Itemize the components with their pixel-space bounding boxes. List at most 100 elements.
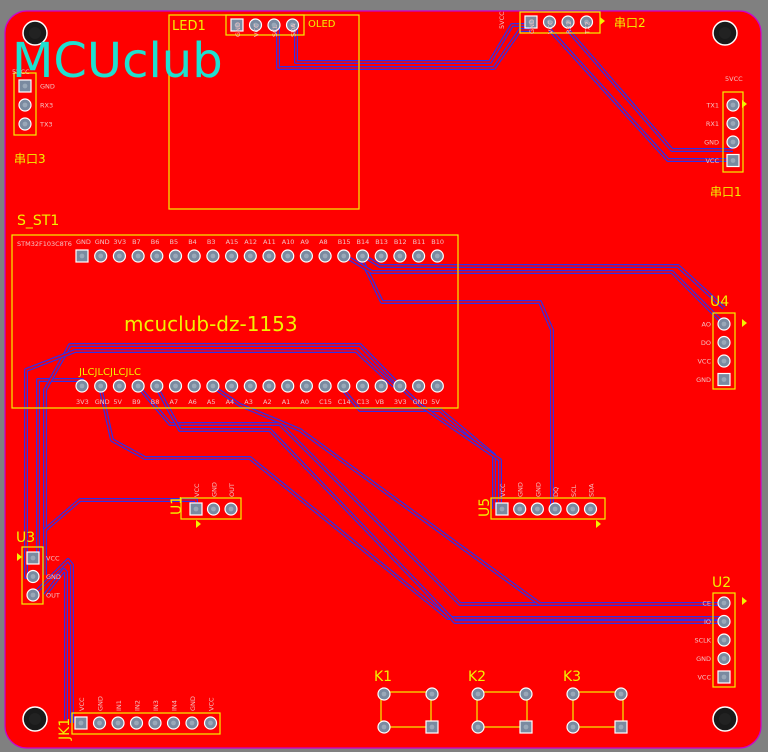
trace-9-inner bbox=[44, 344, 401, 575]
trace-18-inner bbox=[32, 559, 73, 723]
u2-pin1-marker bbox=[742, 597, 747, 605]
u1-pin-label-3: OUT bbox=[228, 483, 236, 497]
u4-pad-2-hole bbox=[721, 340, 727, 345]
led1-pin-label-1: GND bbox=[234, 22, 242, 37]
u2-pad-2-hole bbox=[721, 619, 727, 624]
s-st1-top-pin-label-2: GND bbox=[95, 238, 110, 246]
uart1-pin-label-1: TX1 bbox=[705, 102, 719, 110]
mcuclub-logo: MCUclub bbox=[12, 33, 223, 89]
s-st1-bottom-pin-label-7: A6 bbox=[188, 398, 197, 406]
u1-pin-label-1: VCC bbox=[193, 483, 201, 497]
s-st1-bottom-pad-17-hole bbox=[378, 383, 384, 389]
trace-14-inner bbox=[211, 385, 710, 605]
u4-pin1-marker bbox=[742, 319, 747, 327]
s-st1-top-pad-19-hole bbox=[416, 253, 421, 259]
mounting-hole-tl-inner bbox=[29, 27, 41, 39]
u5-pad-5-hole bbox=[570, 506, 576, 512]
k2-ref: K2 bbox=[468, 669, 486, 685]
k3-pad-2-hole bbox=[618, 691, 624, 697]
s-st1-top-pad-5-hole bbox=[154, 253, 160, 259]
led1-label: OLED bbox=[308, 19, 336, 30]
uart2-pin-label-1: GND bbox=[528, 19, 536, 34]
s-st1-top-pad-3-hole bbox=[117, 253, 122, 259]
uart3-outline bbox=[13, 72, 37, 136]
s-st1-bottom-pin-label-2: GND bbox=[95, 398, 110, 406]
s-st1-bottom-label: JLCJLCJLCJLC bbox=[78, 367, 141, 378]
trace-13-inner bbox=[155, 385, 724, 623]
u2-ref: U2 bbox=[712, 575, 731, 591]
uart1-pad-1-hole bbox=[730, 102, 736, 108]
u3-ref: U3 bbox=[16, 530, 35, 546]
s-st1-top-pad-16-hole bbox=[360, 253, 365, 259]
s-st1-top-pin-label-4: B7 bbox=[132, 238, 141, 246]
uart2-ref: 串口2 bbox=[614, 16, 646, 30]
jk1-pad-3-hole bbox=[115, 720, 121, 726]
s-st1-bottom-pin-label-14: C15 bbox=[319, 398, 332, 406]
uart3-ref: 串口3 bbox=[14, 152, 46, 166]
u4-outline bbox=[712, 312, 736, 390]
s-st1-top-pin-label-18: B12 bbox=[394, 238, 407, 246]
uart3-pad-1-hole bbox=[22, 83, 28, 89]
trace-3-inner bbox=[549, 29, 733, 161]
s-st1-top-pin-label-20: B10 bbox=[431, 238, 444, 246]
board-title: mcuclub-dz-1153 bbox=[124, 312, 298, 336]
s-st1-bottom-pin-label-9: A4 bbox=[226, 398, 235, 406]
s-st1-bottom-pin-label-4: B9 bbox=[132, 398, 141, 406]
s-st1-bottom-pad-19-hole bbox=[416, 383, 421, 389]
traces-layer bbox=[24, 23, 733, 723]
u2-pin-label-1: CE bbox=[702, 600, 711, 608]
u4-pad-4-hole bbox=[721, 377, 727, 382]
s-st1-top-pin-label-7: B4 bbox=[188, 238, 197, 246]
s-st1-top-pad-12-hole bbox=[285, 253, 291, 259]
uart1-pin-label-2: RX1 bbox=[706, 120, 719, 128]
k2-pad-3-hole bbox=[475, 724, 481, 730]
s-st1-top-pin-label-6: B5 bbox=[170, 238, 179, 246]
k3-pad-1-hole bbox=[570, 691, 576, 697]
trace-1-inner bbox=[295, 24, 531, 63]
s-st1-bottom-pin-label-20: 5V bbox=[431, 398, 440, 406]
s-st1-bottom-pad-14-hole bbox=[322, 383, 328, 389]
u2-pad-5-hole bbox=[721, 674, 727, 680]
s-st1-bottom-pad-11-hole bbox=[266, 383, 272, 389]
mounting-hole-bl-inner bbox=[29, 713, 41, 725]
s-st1-bottom-pad-7-hole bbox=[191, 383, 197, 389]
uart1-pin1-marker bbox=[742, 100, 747, 108]
k1-outline bbox=[380, 691, 432, 728]
uart3-pad-2-hole bbox=[22, 102, 28, 108]
trace-15-inner bbox=[339, 385, 495, 509]
u3-pad-1-hole bbox=[30, 555, 36, 561]
jk1-pad-1-hole bbox=[78, 720, 84, 726]
trace-16-inner bbox=[399, 385, 501, 509]
s-st1-corner-label: STM32F103C8T6 bbox=[17, 240, 72, 248]
u2-pad-1-hole bbox=[721, 600, 727, 606]
u4-pad-1-hole bbox=[721, 321, 727, 327]
s-st1-top-pin-label-10: A12 bbox=[244, 238, 257, 246]
s-st1-top-pad-15-hole bbox=[341, 253, 347, 259]
trace-6-inner bbox=[344, 255, 725, 325]
s-st1-top-pad-6-hole bbox=[173, 253, 178, 259]
jk1-pad-8-hole bbox=[208, 720, 213, 726]
s-st1-top-pin-label-15: B15 bbox=[338, 238, 351, 246]
jk1-pad-2-hole bbox=[97, 720, 102, 726]
s-st1-top-pin-label-8: B3 bbox=[207, 238, 216, 246]
mounting-holes bbox=[22, 20, 738, 732]
u5-pad-6-hole bbox=[588, 506, 593, 512]
u1-outline bbox=[180, 497, 242, 520]
led1-pad-1-hole bbox=[234, 22, 240, 28]
s-st1-top-pad-2-hole bbox=[98, 253, 104, 259]
s-st1-top-pad-8-hole bbox=[210, 253, 216, 259]
s-st1-bottom-pad-1-hole bbox=[79, 383, 85, 389]
uart3-top-label: 5VCC bbox=[12, 68, 30, 76]
mounting-hole-br-inner bbox=[719, 713, 731, 725]
k2-pad-2-hole bbox=[523, 691, 529, 697]
jk1-pin-label-1: VCC bbox=[78, 697, 86, 711]
uart2-pin-label-4: TX2 bbox=[584, 21, 592, 35]
s-st1-bottom-pin-label-11: A2 bbox=[263, 398, 272, 406]
s-st1-top-pad-17-hole bbox=[378, 253, 384, 259]
trace-2-inner bbox=[277, 25, 531, 69]
trace-5-inner bbox=[359, 255, 553, 509]
s-st1-bottom-pad-12-hole bbox=[285, 383, 291, 389]
uart1-ref: 串口1 bbox=[710, 185, 742, 199]
